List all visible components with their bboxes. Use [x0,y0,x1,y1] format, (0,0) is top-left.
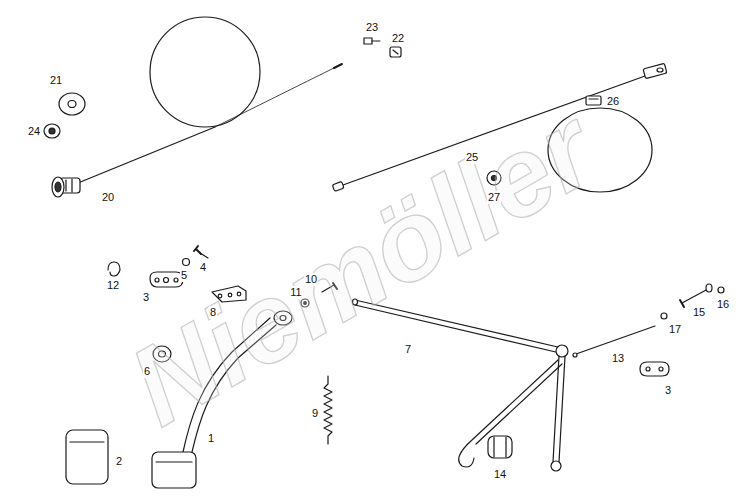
pedal-pad [70,441,104,442]
rubber-mount [488,436,512,458]
cross-shaft [556,345,568,357]
choke-cable [78,127,215,183]
mounting-plate [659,367,663,371]
cable-slider [586,96,601,105]
rubber-mount [488,436,512,458]
callout-number: 17 [668,323,682,336]
washer [59,93,85,115]
throttle-cable [657,68,663,72]
mounting-plate [150,272,183,287]
callout-number: 16 [716,298,730,311]
callout-number: 12 [106,279,120,292]
pedal-lever [156,461,192,462]
callout-number: 2 [115,455,123,468]
mounting-plate [174,278,178,282]
callout-number: 8 [209,306,217,319]
pedal-pad [66,430,108,484]
screw [364,38,372,44]
pedal-pad [66,430,108,484]
callout-number: 13 [611,352,625,365]
choke-cable [215,66,338,127]
callout-number: 27 [487,191,501,204]
mounting-plate [155,278,159,282]
mounting-plate [640,362,669,376]
callout-number: 6 [143,365,151,378]
rubber-mount [494,437,506,457]
push-rod [573,353,577,357]
callout-number: 21 [49,74,63,87]
callout-number: 26 [606,95,620,108]
bolt [200,253,208,258]
callout-number: 10 [304,273,318,286]
callout-number: 15 [692,306,706,319]
callout-number: 5 [180,269,188,282]
callout-number: 11 [289,286,302,299]
pull-knob [52,177,64,197]
cable-slider [586,96,601,105]
nut [661,313,667,319]
choke-cable [334,64,342,68]
throttle-cable [332,181,344,191]
cross-shaft [553,356,565,462]
callout-number: 20 [101,191,115,204]
callout-number: 4 [199,261,207,274]
pull-knob [52,177,80,197]
cross-shaft [551,461,561,471]
choke-cable [150,17,260,127]
pedal-lever [152,452,196,488]
spring-washer [183,259,190,266]
spring-clip [108,262,120,276]
screw [364,38,380,44]
cable-slider [589,98,598,99]
choke-cable [78,17,342,183]
screw [372,40,380,41]
bolt [194,246,208,258]
callout-number: 23 [365,21,379,34]
mounting-plate [640,362,669,376]
mounting-plate [164,278,169,283]
callout-number: 3 [664,384,672,397]
cross-shaft [353,299,569,471]
spring-clip [108,262,120,276]
mounting-plate [646,367,650,371]
nut [49,128,55,134]
callout-number: 25 [465,151,479,164]
washer [68,101,76,108]
bolt [706,284,712,292]
cross-shaft [476,364,562,444]
nut [44,124,60,138]
callout-number: 24 [27,125,41,138]
return-spring [324,376,332,444]
split-pin [718,287,724,293]
callout-number: 1 [207,432,215,445]
clip [390,47,401,57]
throttle-cable [643,63,667,78]
bolt [682,289,708,303]
callout-number: 14 [493,468,507,481]
bolt [680,300,684,307]
callout-number: 9 [311,407,319,420]
clip [390,47,401,57]
pull-knob [66,179,72,192]
nut [44,124,60,138]
callout-number: 22 [391,32,405,45]
split-pin [718,287,724,293]
bolt [680,284,712,307]
washer [59,93,85,115]
spring-washer [183,259,190,266]
pull-knob [55,182,61,192]
callout-number: 7 [404,343,412,356]
callout-number: 3 [142,291,150,304]
mounting-plate [150,272,183,287]
push-rod [576,326,655,354]
clip [393,50,398,54]
return-spring [324,376,332,444]
nut [661,313,667,319]
